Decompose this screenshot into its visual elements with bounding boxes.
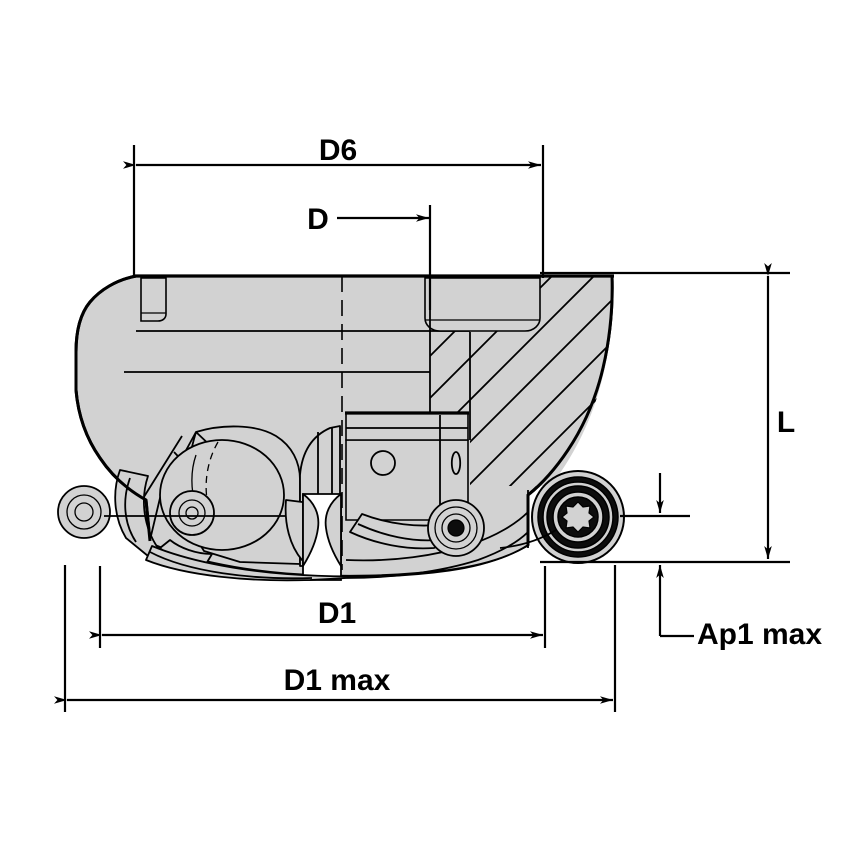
left-counterbore-notch — [140, 277, 167, 322]
dimension-d: D — [307, 203, 432, 310]
d-label: D — [307, 203, 329, 236]
ap1max-label: Ap1 max — [697, 618, 822, 651]
dimension-l: L — [540, 263, 795, 564]
torx-star-recess — [561, 501, 595, 533]
left-insert-pocket-group — [57, 425, 301, 566]
cutter-body-group — [57, 274, 625, 582]
dimension-d1: D1 — [89, 566, 547, 648]
dimension-d6: D6 — [123, 134, 545, 278]
left-screw-head — [57, 485, 111, 539]
d1-label: D1 — [318, 597, 356, 630]
l-label: L — [777, 406, 795, 439]
dimension-d1max: D1 max — [54, 565, 617, 712]
dimension-annotations: D6 D L Ap1 max — [54, 134, 822, 712]
dimension-ap1max: Ap1 max — [620, 473, 822, 651]
d1max-label: D1 max — [284, 664, 391, 697]
left-inner-screw-head — [169, 490, 215, 536]
cutter-body-outline-overstroke — [136, 274, 614, 545]
center-insert-pocket — [345, 411, 469, 521]
bore-recess — [424, 277, 541, 332]
torx-screw-head — [531, 470, 625, 564]
d6-label: D6 — [319, 134, 357, 167]
center-right-screw-head — [427, 499, 485, 557]
